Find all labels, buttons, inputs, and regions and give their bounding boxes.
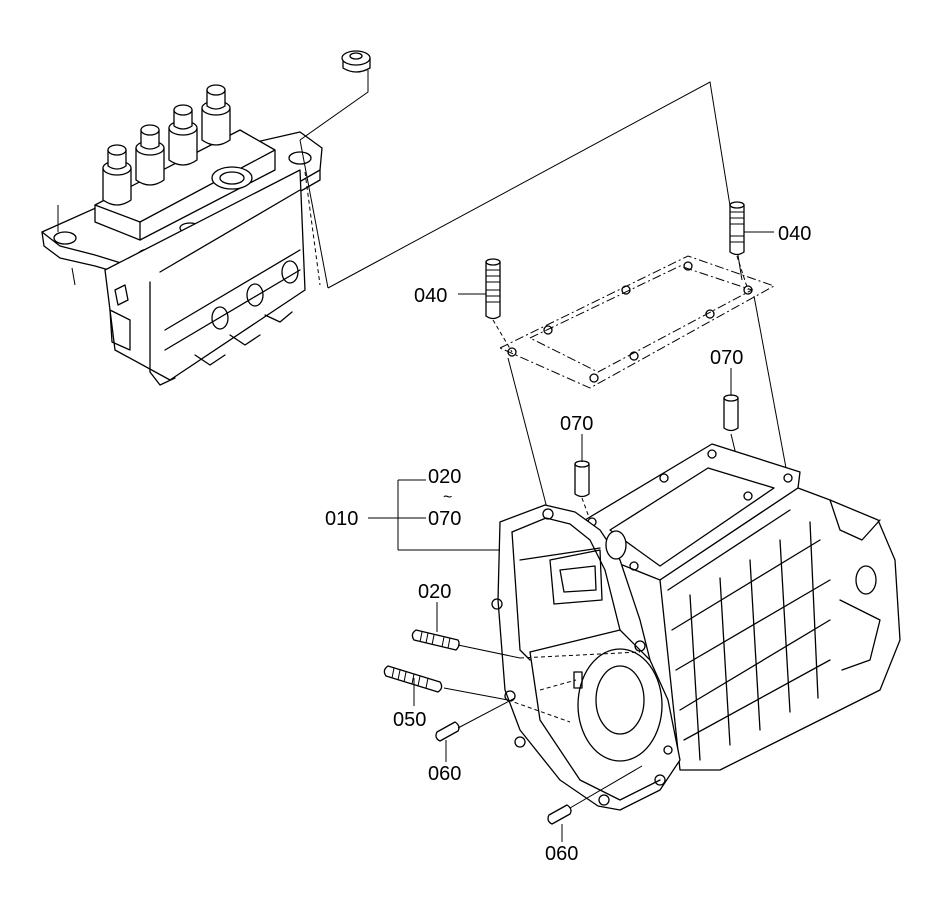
dowel-070-center bbox=[574, 460, 590, 498]
label-040-left: 040 bbox=[414, 285, 447, 307]
gear-case-housing bbox=[491, 443, 901, 811]
gasket bbox=[498, 255, 776, 389]
injection-pump-assembly bbox=[41, 84, 323, 386]
label-020: 020 bbox=[418, 581, 451, 603]
leader-010-bracket bbox=[368, 479, 500, 551]
stud-040-right bbox=[729, 201, 749, 291]
stud-040-left bbox=[485, 258, 513, 353]
stud-020 bbox=[411, 629, 641, 659]
pump-ref-line bbox=[327, 81, 743, 289]
label-020-range-end: 070 bbox=[428, 508, 461, 530]
label-040-right: 040 bbox=[778, 223, 811, 245]
label-020-range-start: 020 bbox=[428, 466, 461, 488]
stud-050 bbox=[383, 665, 571, 723]
label-050: 050 bbox=[393, 709, 426, 731]
label-060-upper: 060 bbox=[428, 763, 461, 785]
dowel-060-lower bbox=[547, 765, 643, 825]
label-060-lower: 060 bbox=[545, 843, 578, 865]
flange-nut bbox=[299, 50, 371, 141]
dowel-060-upper bbox=[435, 697, 516, 742]
label-070-center: 070 bbox=[560, 413, 593, 435]
dowel-070-right bbox=[723, 394, 739, 432]
label-010: 010 bbox=[325, 508, 358, 530]
label-020-range-tilde: ~ bbox=[443, 489, 452, 506]
label-070-right: 070 bbox=[710, 347, 743, 369]
